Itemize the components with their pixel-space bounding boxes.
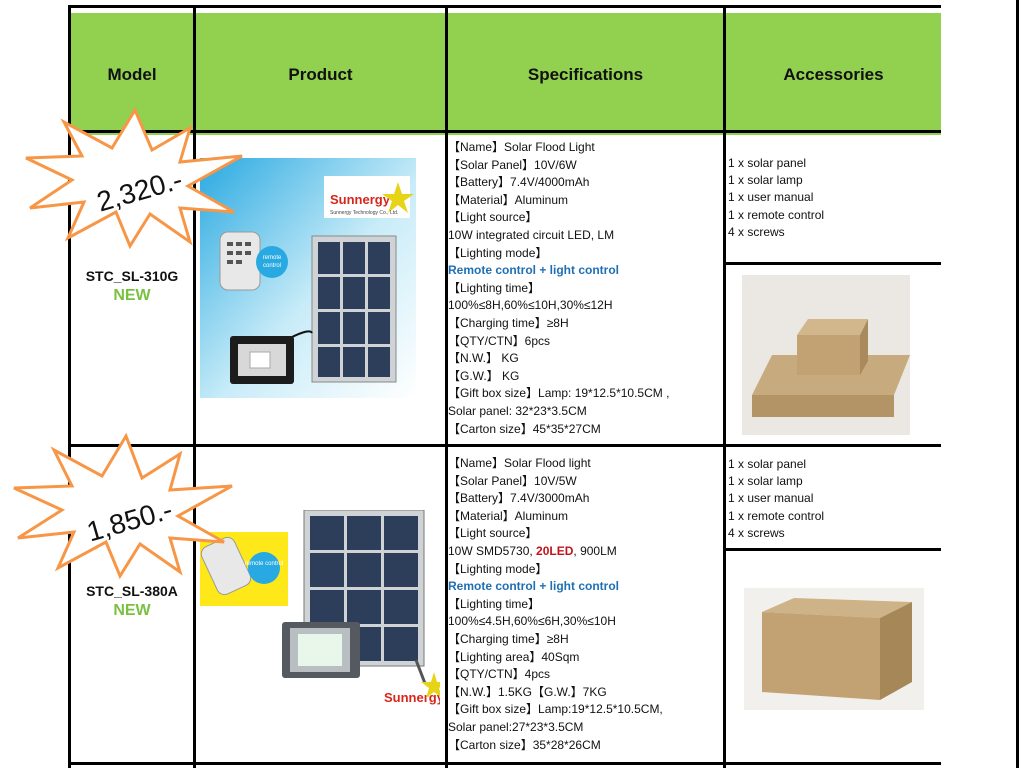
spec-line: 【Carton size】45*35*27CM xyxy=(448,421,601,436)
spec-line: 【Charging time】≥8H xyxy=(448,631,569,646)
grid-line xyxy=(723,5,726,768)
spec-line: 100%≤8H,60%≤10H,30%≤12H xyxy=(448,298,613,313)
model-cell: STC_SL-310G NEW xyxy=(71,266,193,306)
product-table: Model Product Specifications Accessories… xyxy=(68,5,941,768)
accessory-item: 1 x solar lamp xyxy=(728,474,803,489)
spec-line: 【Light source】 xyxy=(448,210,538,225)
header-specifications-cell: Specifications xyxy=(448,13,723,135)
spec-line: 【Gift box size】Lamp:19*12.5*10.5CM, xyxy=(448,702,663,717)
brand-logo-text: Sunnergy xyxy=(330,192,391,207)
spec-line: 【Lighting mode】 xyxy=(448,245,548,260)
grid-line xyxy=(724,262,941,265)
header-accessories-cell: Accessories xyxy=(726,13,941,135)
spec-line: 【Charging time】≥8H xyxy=(448,315,569,330)
spec-line: 【Material】Aluminum xyxy=(448,192,569,207)
spec-line: 【Battery】7.4V/3000mAh xyxy=(448,491,590,506)
accessory-item: 1 x user manual xyxy=(728,190,814,205)
remote-control-label: remote xyxy=(263,255,282,261)
grid-line xyxy=(68,5,941,8)
spec-line: 100%≤4.5H,60%≤6H,30%≤10H xyxy=(448,614,616,629)
grid-line xyxy=(193,5,196,768)
spec-line: 【Lighting time】 xyxy=(448,280,541,295)
accessories-list: 1 x solar panel 1 x solar lamp 1 x user … xyxy=(728,456,938,542)
header-specifications: Specifications xyxy=(527,65,644,84)
model-name: STC_SL-380A xyxy=(86,583,178,599)
spec-line: 【N.W.】1.5KG【G.W.】7KG xyxy=(448,684,607,699)
spec-line: 【QTY/CTN】6pcs xyxy=(448,333,551,348)
spec-text: 10W SMD5730, xyxy=(448,543,537,558)
product-image: Sunnergy Sunnergy Technology Co., Ltd. r… xyxy=(200,158,416,398)
spec-led-count: 20LED xyxy=(536,543,574,558)
spec-line: 【Name】Solar Flood Light xyxy=(448,140,595,154)
accessory-item: 1 x solar lamp xyxy=(728,173,803,188)
svg-text:control: control xyxy=(263,263,281,269)
spec-line: 【Solar Panel】10V/5W xyxy=(448,473,577,488)
accessory-item: 4 x screws xyxy=(728,525,785,540)
new-badge: NEW xyxy=(113,602,151,619)
spec-line: 【Lighting time】 xyxy=(448,596,541,611)
gift-box-image xyxy=(742,275,910,435)
grid-line xyxy=(445,5,448,768)
spec-lighting-mode-value: Remote control + light control xyxy=(448,579,620,594)
header-model: Model xyxy=(107,65,157,84)
accessory-item: 1 x remote control xyxy=(728,508,825,523)
specifications-cell: 【Name】Solar Flood light 【Solar Panel】10V… xyxy=(448,455,723,754)
spec-lighting-mode-value: Remote control + light control xyxy=(448,263,620,278)
accessory-item: 1 x solar panel xyxy=(728,457,807,471)
grid-line xyxy=(68,444,941,447)
brand-logo-text: Sunnergy xyxy=(384,690,440,705)
new-badge: NEW xyxy=(113,287,151,304)
spec-line: 【Light source】 xyxy=(448,526,538,541)
spec-line: 10W integrated circuit LED, LM xyxy=(448,227,615,242)
gift-box-image xyxy=(744,588,924,710)
spec-text: , 900LM xyxy=(573,543,617,558)
grid-line xyxy=(68,130,941,133)
spec-line: 【N.W.】 KG xyxy=(448,351,519,366)
model-name: STC_SL-310G xyxy=(85,268,179,284)
accessories-list: 1 x solar panel 1 x solar lamp 1 x user … xyxy=(728,155,938,241)
page-edge-line xyxy=(1016,0,1019,768)
spec-line: 【G.W.】 KG xyxy=(448,368,520,383)
accessory-item: 1 x remote control xyxy=(728,207,825,222)
brand-subtitle: Sunnergy Technology Co., Ltd. xyxy=(330,210,398,216)
price-burst: 1,850.- xyxy=(13,432,233,580)
spec-line: 【Name】Solar Flood light xyxy=(448,456,591,470)
price-burst: 2,320.- xyxy=(25,106,243,250)
grid-line xyxy=(68,762,941,765)
header-accessories: Accessories xyxy=(783,65,884,84)
spec-line: 【Lighting area】40Sqm xyxy=(448,649,580,664)
spec-line: 【Solar Panel】10V/6W xyxy=(448,157,577,172)
spec-line: 【Lighting mode】 xyxy=(448,561,548,576)
spec-line: 【Battery】7.4V/4000mAh xyxy=(448,175,590,190)
spec-line: 【Gift box size】Lamp: 19*12.5*10.5CM , xyxy=(448,386,670,401)
model-cell: STC_SL-380A NEW xyxy=(71,581,193,621)
grid-line xyxy=(724,548,941,551)
header-product: Product xyxy=(288,65,353,84)
accessory-item: 1 x user manual xyxy=(728,491,814,506)
remote-control-label: remote control xyxy=(245,561,283,567)
accessory-item: 1 x solar panel xyxy=(728,156,807,170)
specifications-cell: 【Name】Solar Flood Light 【Solar Panel】10V… xyxy=(448,139,723,438)
header-product-cell: Product xyxy=(196,13,445,135)
spec-line: Solar panel: 32*23*3.5CM xyxy=(448,403,587,418)
product-image: remote control Sunnergy xyxy=(200,510,440,708)
spec-line: 【Material】Aluminum xyxy=(448,508,569,523)
spec-line: 【Carton size】35*28*26CM xyxy=(448,737,601,752)
accessory-item: 4 x screws xyxy=(728,224,785,239)
spec-line: Solar panel:27*23*3.5CM xyxy=(448,719,584,734)
grid-line xyxy=(68,5,71,768)
spec-light-source-value: 10W SMD5730, 20LED, 900LM xyxy=(448,543,723,561)
spec-line: 【QTY/CTN】4pcs xyxy=(448,667,551,682)
